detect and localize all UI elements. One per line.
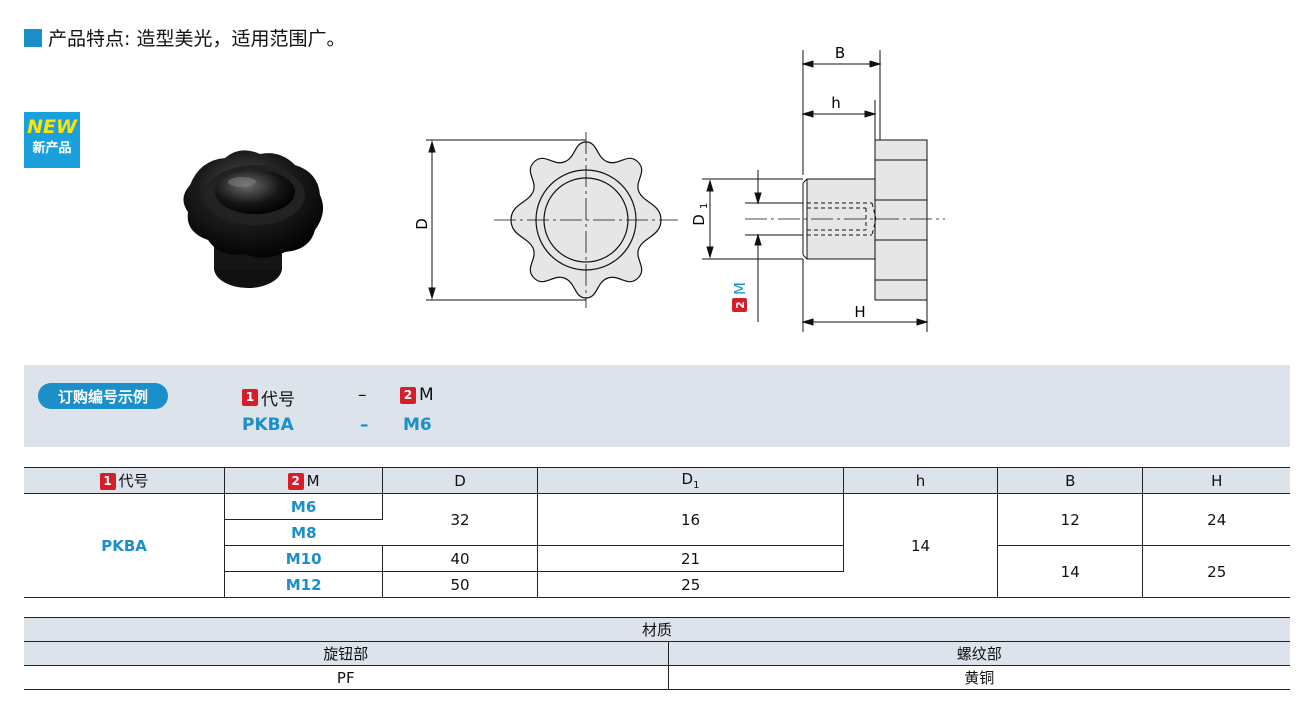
new-badge-line1: NEW: [27, 116, 77, 138]
ordering-title: 订购编号示例: [38, 383, 168, 409]
spec-D1-cell: 16: [537, 493, 845, 546]
table-row: M8: [24, 519, 1290, 546]
spec-code-cell: PKBA: [24, 493, 226, 598]
ordering-example-m: M6: [403, 415, 432, 435]
table-row: M12 50 25: [24, 571, 1290, 598]
dim-B-label: B: [835, 44, 845, 62]
spec-m-cell: M8: [224, 519, 383, 546]
spec-header-m-num: 2: [287, 472, 304, 490]
feature-line: 产品特点: 造型美光，适用范围广。: [24, 24, 345, 51]
spec-header-H: H: [1142, 467, 1290, 494]
feature-text: : 造型美光，适用范围广。: [124, 28, 346, 50]
front-view-drawing: D: [413, 132, 678, 308]
feature-label: 产品特点: [48, 28, 125, 50]
spec-header-D1: D1: [537, 467, 845, 494]
spec-header-m-label: M: [306, 471, 320, 490]
ordering-example-dash: –: [360, 415, 369, 435]
spec-m-cell: M6: [224, 493, 384, 520]
spec-header-code-num: 1: [99, 473, 116, 490]
spec-m-cell: M10: [224, 545, 384, 572]
dim-D1-label: D: [690, 214, 708, 226]
feature-square-icon: [24, 28, 42, 47]
spec-D-cell: 40: [382, 545, 538, 572]
spec-B-cell: 12: [997, 493, 1144, 546]
table-row: PKBA M6 32 16 14 12 24: [24, 493, 1290, 598]
material-col2-header: 螺纹部: [668, 641, 1290, 666]
material-col1-value: PF: [24, 665, 669, 690]
new-badge-line2: 新产品: [32, 141, 72, 156]
material-title: 材质: [24, 617, 1290, 642]
material-col1-header: 旋钮部: [24, 641, 669, 666]
dim-H-label: H: [854, 303, 865, 321]
spec-D-cell: 50: [382, 571, 538, 598]
side-view-drawing: B h H D 1 2 M: [690, 44, 945, 332]
dim-M-num: 2: [734, 301, 747, 309]
ordering-example-code: PKBA: [242, 415, 294, 435]
ordering-dash: –: [358, 385, 367, 405]
dim-D-label: D: [413, 218, 431, 230]
new-product-badge: NEW 新产品: [24, 112, 80, 168]
spec-h-cell: 14: [843, 493, 999, 598]
material-table: 材质 旋钮部 螺纹部 PF 黄铜: [24, 617, 1290, 690]
table-row: M10 40 21 14 25: [24, 545, 1290, 598]
material-col2-value: 黄铜: [668, 665, 1290, 690]
dim-M-red-box: [732, 298, 747, 312]
spec-header-h: h: [843, 467, 999, 494]
spec-header-code-label: 代号: [118, 472, 149, 490]
material-header-row: 旋钮部 螺纹部: [24, 641, 1290, 666]
dim-D1-sub: 1: [699, 203, 710, 209]
spec-header-D1-label: D: [681, 470, 694, 488]
spec-H-cell: 25: [1142, 545, 1290, 598]
dim-M-label: M: [731, 282, 749, 295]
spec-header-D: D: [382, 467, 538, 494]
spec-D-cell: 32: [382, 493, 538, 546]
ordering-col1-label: 代号: [261, 390, 295, 410]
ordering-col2-num: 2: [400, 386, 416, 404]
dim-h-label: h: [831, 94, 841, 112]
ordering-col2-label: M: [419, 385, 434, 405]
spec-D1-cell: 21: [537, 545, 845, 572]
spec-B-cell: 14: [997, 545, 1144, 598]
spec-m-cell: M12: [224, 571, 384, 598]
table-row: PF 黄铜: [24, 665, 1290, 690]
spec-header-D1-sub: 1: [693, 480, 700, 491]
ordering-col1-num: 1: [242, 389, 258, 406]
knob-photo: [183, 150, 324, 288]
spec-header-B: B: [997, 467, 1144, 494]
spec-H-cell: 24: [1142, 493, 1290, 546]
material-title-row: 材质: [24, 617, 1290, 642]
spec-D1-cell: 25: [537, 571, 844, 598]
